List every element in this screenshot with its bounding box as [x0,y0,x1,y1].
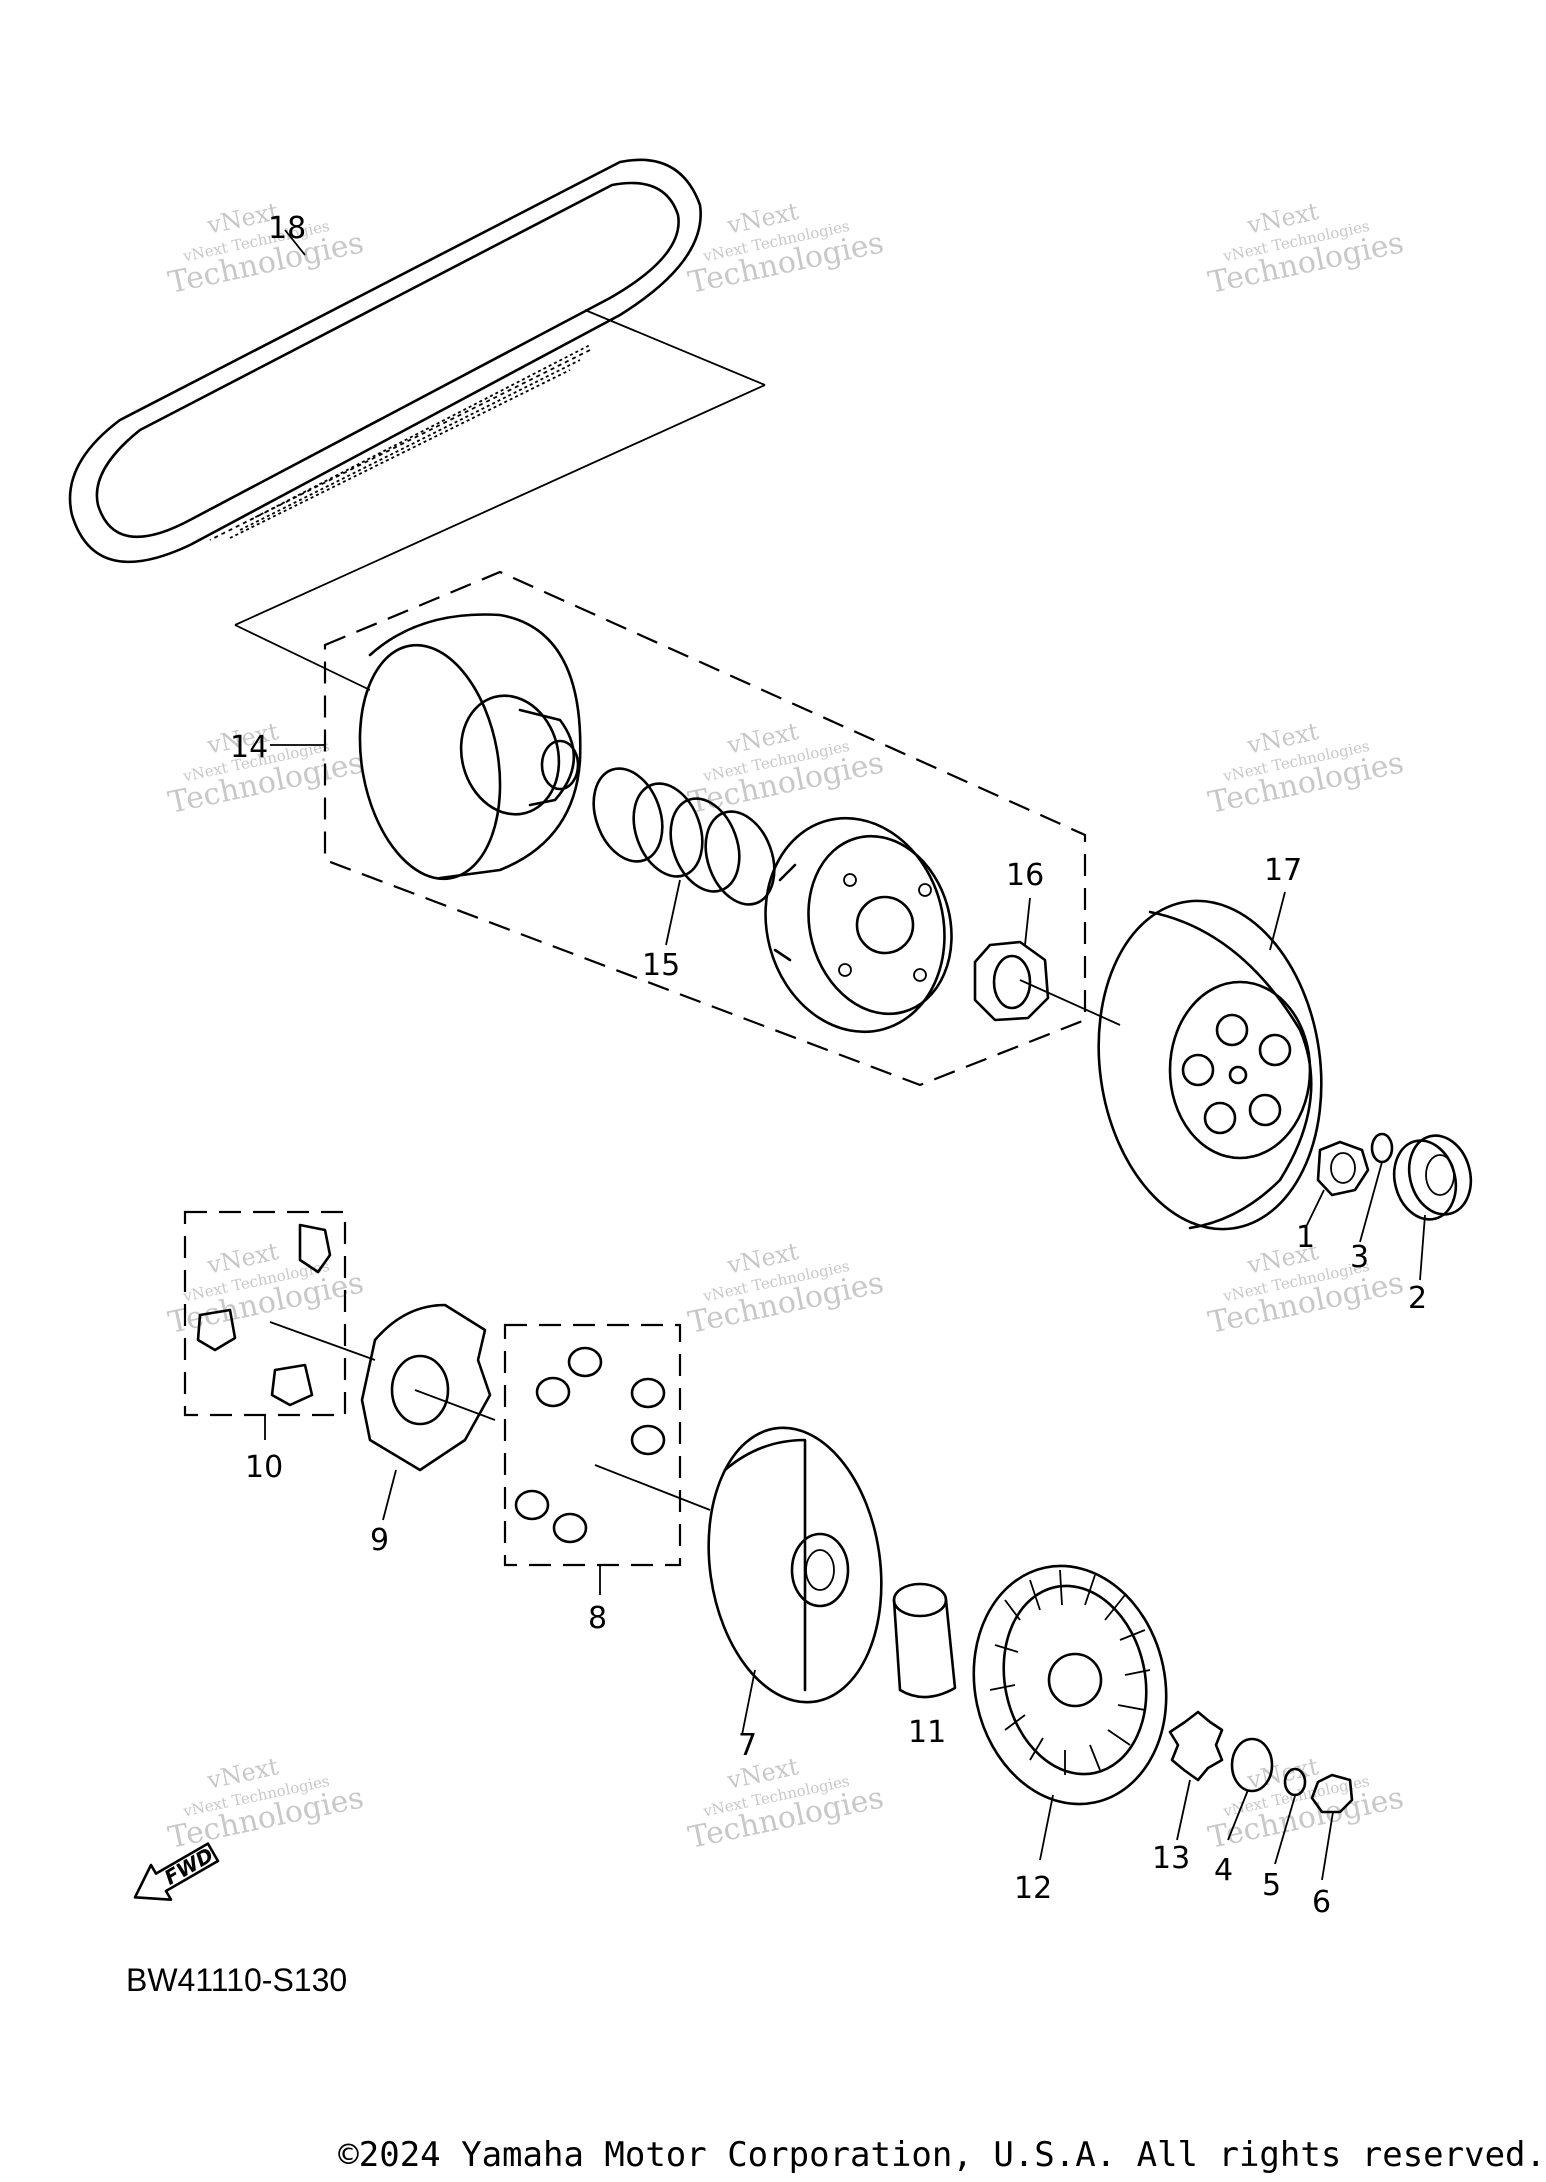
copyright-notice: ©2024 Yamaha Motor Corporation, U.S.A. A… [338,2135,1546,2175]
assembly-boundary [323,570,1087,1087]
fan-pulley [972,1564,1168,1806]
watermark: vNext vNext Technologies Technologies [165,1237,366,1341]
diagram-code: BW41110-S130 [126,1962,348,1998]
bearing [1392,1134,1473,1221]
compression-spring [592,767,776,906]
watermarks: vNext vNext Technologies Technologies vN… [165,197,1406,1856]
leader-line [1019,979,1121,1026]
part-number-10: 10 [245,1450,283,1485]
clutch-housing [1097,899,1323,1231]
nut [1310,1773,1354,1814]
roller-weight [514,1346,666,1544]
spider-plate [1168,1710,1224,1782]
part-number-16: 16 [1006,858,1044,893]
part-number-17: 17 [1264,853,1302,888]
part-number-4: 4 [1214,1853,1233,1888]
washer [1370,1132,1394,1164]
part-number-3: 3 [1350,1240,1369,1275]
drive-belt [68,158,702,564]
leader-line [269,1321,376,1361]
watermark: vNext vNext Technologies Technologies [1205,717,1406,821]
ramp-plate [360,1303,492,1472]
watermark: vNext vNext Technologies Technologies [685,1237,886,1341]
part-number-12: 12 [1014,1871,1052,1906]
watermark: vNext vNext Technologies Technologies [685,1752,886,1856]
leader-line [414,1389,496,1421]
watermark: vNext vNext Technologies Technologies [685,717,886,821]
part-number-7: 7 [738,1728,757,1763]
part-number-5: 5 [1262,1868,1281,1903]
watermark: vNext vNext Technologies Technologies [1205,1752,1406,1856]
leader-line [594,1464,711,1511]
part-number-14: 14 [230,730,268,765]
watermark: vNext vNext Technologies Technologies [685,197,886,301]
secondary-sheave [358,613,582,881]
part-number-15: 15 [642,948,680,983]
washer [1283,1767,1307,1797]
watermark: vNext vNext Technologies Technologies [1205,197,1406,301]
part-number-6: 6 [1312,1885,1331,1920]
clutch-nut [973,940,1050,1022]
part-number-1: 1 [1296,1220,1315,1255]
weight-group-boundary [503,1323,682,1567]
part-number-13: 13 [1152,1841,1190,1876]
leader-line [584,309,766,386]
primary-sheave [707,1426,883,1704]
washer-cup [1230,1737,1274,1793]
part-leaders [264,744,1426,1881]
leader-line [284,229,306,256]
watermark: vNext vNext Technologies Technologies [165,197,366,301]
leader-line [234,384,766,626]
part-number-18: 18 [268,211,306,246]
part-number-9: 9 [370,1523,389,1558]
slider [196,1223,332,1407]
watermark: vNext vNext Technologies Technologies [165,1752,366,1856]
part-number-11: 11 [908,1715,946,1750]
clutch-carrier [764,816,953,1034]
part-number-2: 2 [1408,1281,1427,1316]
part-number-labels: 18 14 15 16 17 1 3 2 10 9 8 7 11 12 13 4… [230,211,1427,1920]
leader-line [234,624,371,691]
nut [1316,1140,1370,1197]
collar [892,1582,957,1699]
part-number-8: 8 [588,1601,607,1636]
